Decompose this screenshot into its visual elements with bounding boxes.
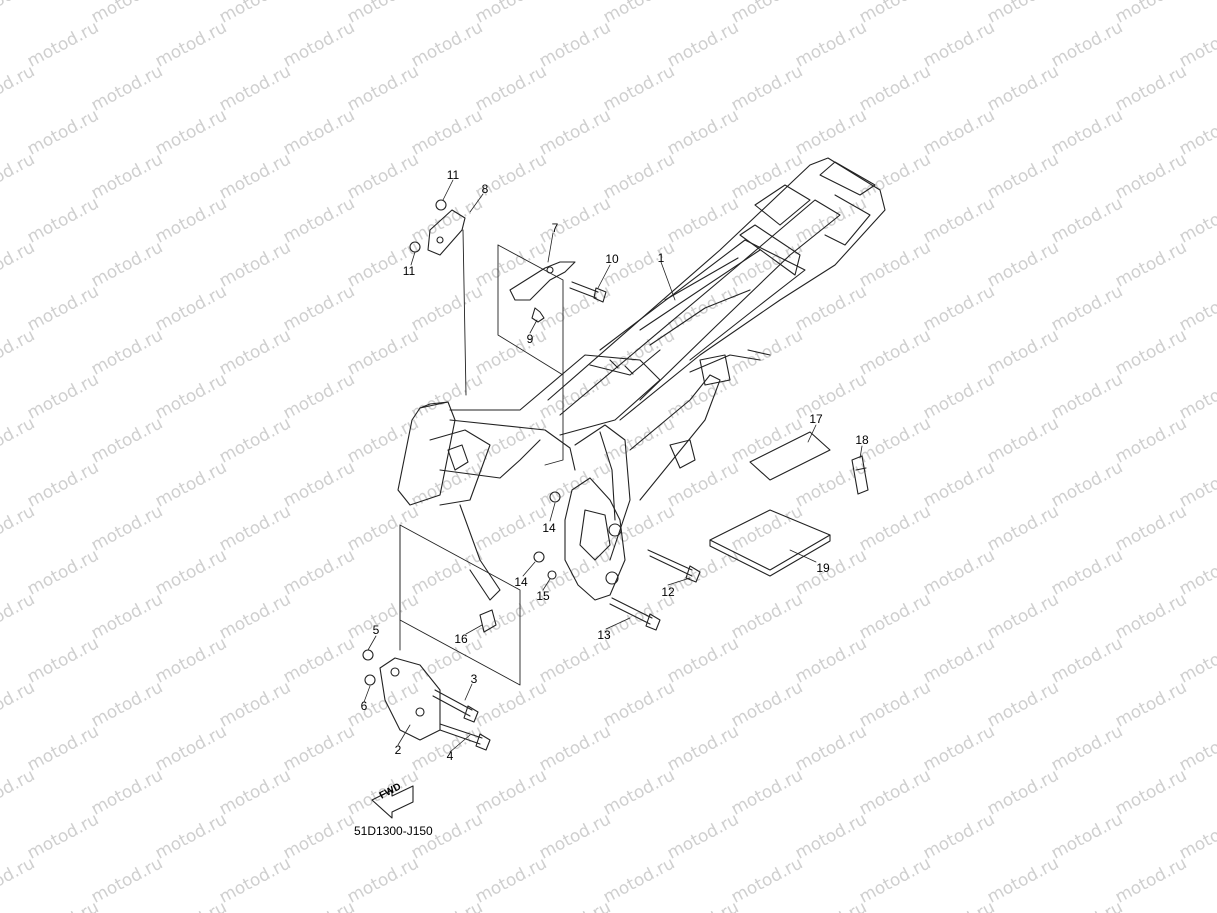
callout-11-upper: 11 [446,168,460,182]
callout-6: 6 [360,699,368,713]
leader-lines [363,179,863,753]
callout-2: 2 [394,743,402,757]
callout-1: 1 [657,251,665,265]
bolt-4 [439,723,491,751]
bolt-10 [569,281,607,303]
plate-18 [851,455,869,495]
callout-15: 15 [536,589,550,603]
callout-3: 3 [470,672,478,686]
label-17 [749,431,831,481]
callout-12: 12 [661,585,675,599]
bracket-8 [427,209,466,256]
bolt-3 [432,689,479,723]
nut-11-lower [409,241,421,253]
pivot-plate [564,477,626,601]
bolt-9 [531,307,545,323]
engine-bracket-2 [379,657,441,741]
fwd-arrow-icon [371,785,414,819]
reference-lines [399,229,564,686]
callout-7: 7 [551,221,559,235]
callout-17: 17 [809,412,823,426]
manual-19 [709,509,831,577]
nut-6 [364,674,376,686]
pivot-bolt-13 [609,597,661,631]
callout-4: 4 [446,749,454,763]
nut-14-upper [549,491,561,503]
main-frame [397,157,886,601]
callout-13: 13 [597,628,611,642]
pivot-shaft-12 [647,549,701,583]
diagram-code: 51D1300-J150 [354,824,433,838]
callout-5: 5 [372,623,380,637]
callout-16: 16 [454,632,468,646]
bracket-7 [509,261,576,301]
callout-10: 10 [605,252,619,266]
callout-19: 19 [816,561,830,575]
nut-5 [362,649,374,661]
nut-14-lower [533,551,545,563]
callout-9: 9 [526,332,534,346]
callout-14-lower: 14 [514,575,528,589]
callout-11-lower: 11 [402,264,416,278]
callout-18: 18 [855,433,869,447]
callout-14-upper: 14 [542,521,556,535]
nut-11-upper [435,199,447,211]
washer-15 [547,570,557,580]
cap-16 [479,609,497,633]
callout-8: 8 [481,182,489,196]
